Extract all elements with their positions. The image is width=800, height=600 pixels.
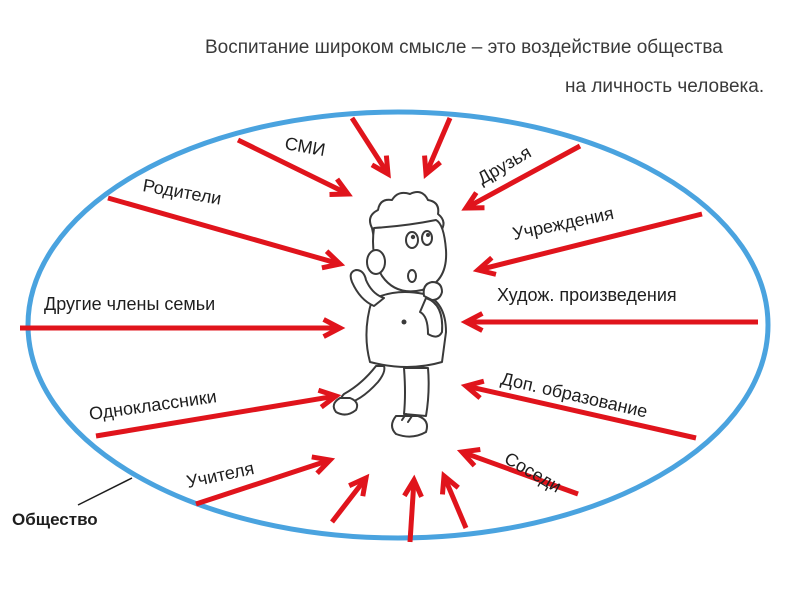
arrow-institutions-head [472, 255, 497, 277]
arrow-smi-head [329, 177, 353, 197]
arrow-top-left-shaft [349, 116, 390, 174]
arrow-extra-education [460, 378, 697, 441]
arrow-extra-education-head [460, 378, 485, 400]
arrow-friends-head [461, 191, 485, 211]
arrow-neighbors-shaft [463, 450, 579, 497]
title-line-2: на личность человека. [565, 76, 764, 97]
society-ellipse [25, 109, 771, 541]
arrow-institutions [472, 211, 703, 277]
arrow-bottom-3-head [439, 471, 460, 495]
arrow-friends [461, 143, 582, 211]
arrow-teachers-shaft [195, 458, 329, 507]
arrow-institutions-shaft [479, 211, 703, 272]
arrow-art [460, 311, 758, 333]
label-friends: Друзья [474, 142, 535, 189]
arrow-parents-head [321, 249, 346, 271]
arrow-family-head [322, 317, 346, 339]
arrow-top-left-head [370, 155, 391, 179]
child-figure [332, 191, 448, 438]
arrow-parents-shaft [107, 195, 339, 266]
label-parents: Родители [141, 175, 223, 208]
arrow-classmates-shaft [95, 393, 335, 439]
arrow-family [20, 317, 346, 339]
arrow-bottom-1-shaft [330, 478, 367, 524]
society-label: Общество [12, 510, 98, 529]
title-line-1: Воспитание широком смысле – это воздейст… [205, 37, 723, 58]
arrow-teachers-head [311, 454, 336, 476]
arrow-classmates-head [317, 387, 342, 410]
arrow-bottom-2-shaft [407, 481, 417, 543]
arrows-group [20, 116, 758, 543]
arrow-smi [236, 137, 353, 197]
arrow-bottom-3-shaft [442, 476, 469, 529]
society-pointer-line [77, 477, 133, 506]
arrow-bottom-3 [439, 471, 469, 529]
arrow-friends-shaft [466, 143, 582, 210]
arrow-top-right-head [422, 155, 442, 179]
arrow-parents [107, 195, 346, 271]
label-family: Другие члены семьи [44, 294, 215, 314]
label-smi: СМИ [283, 133, 327, 160]
label-art: Худож. произведения [497, 285, 677, 305]
arrow-extra-education-shaft [467, 384, 697, 441]
arrow-bottom-1 [330, 473, 370, 524]
arrow-neighbors-head [456, 447, 481, 468]
arrow-bottom-2 [402, 474, 424, 543]
arrow-neighbors [456, 447, 579, 497]
arrow-classmates [95, 387, 342, 439]
label-extra-education: Доп. образование [499, 368, 649, 421]
arrow-bottom-2-head [402, 474, 424, 498]
label-neighbors: Соседи [501, 448, 565, 496]
arrow-art-head [460, 311, 484, 333]
arrow-smi-shaft [236, 137, 348, 196]
arrow-bottom-1-head [348, 473, 370, 497]
arrow-top-right-shaft [424, 117, 453, 174]
arrow-top-right [422, 117, 453, 179]
arrow-top-left [349, 116, 391, 179]
arrow-teachers [195, 454, 336, 507]
